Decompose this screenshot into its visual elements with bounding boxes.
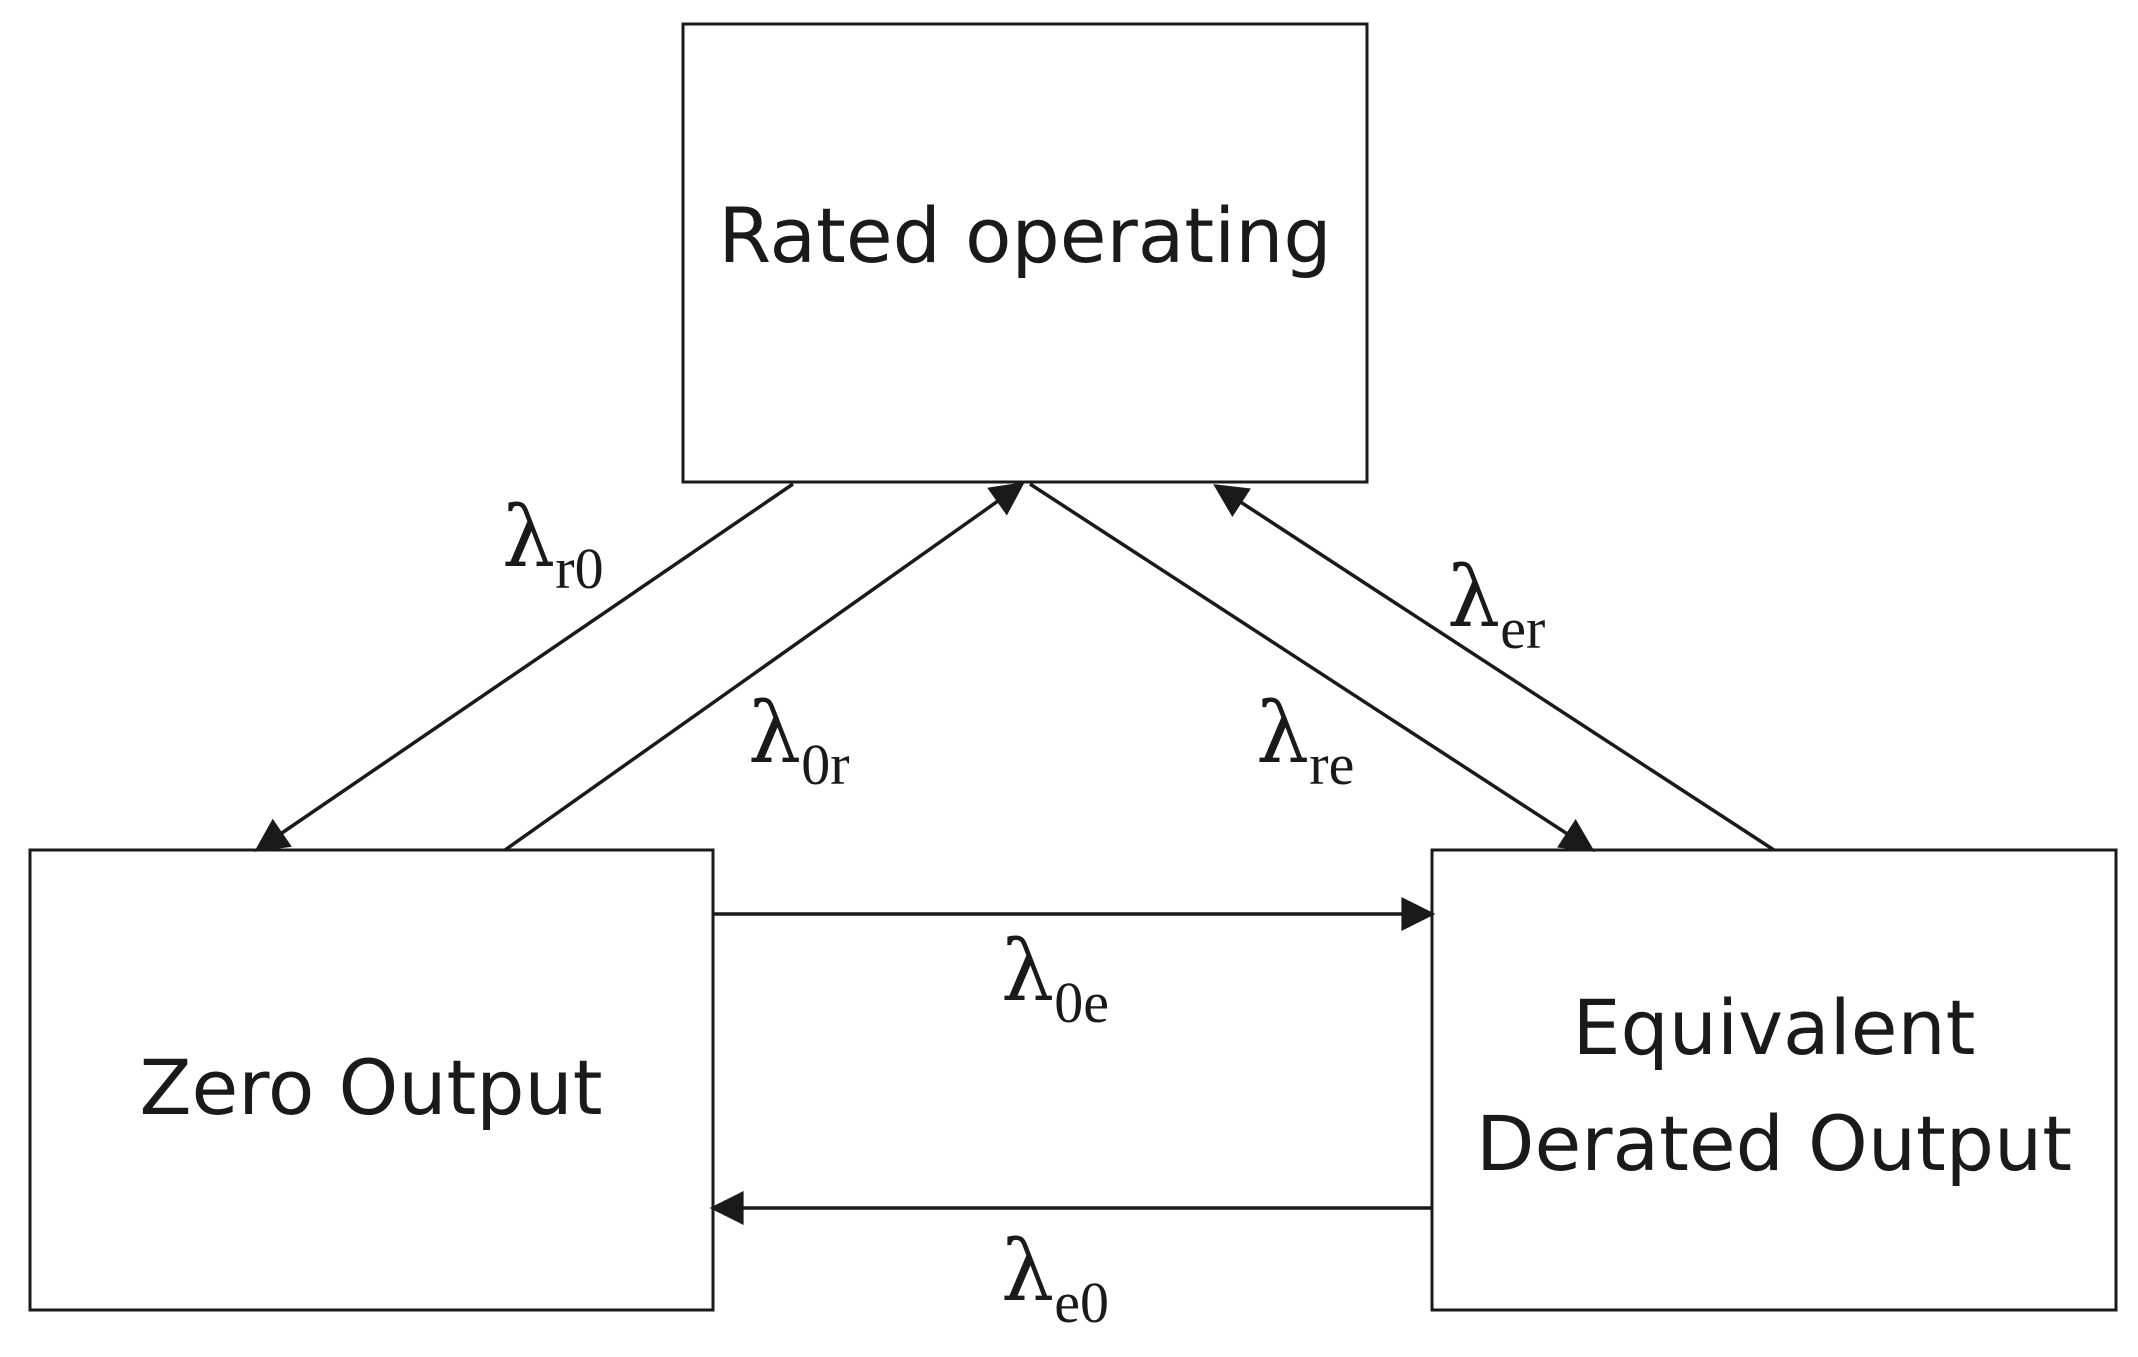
state-derated-label-line2: Derated Output <box>1476 1099 2072 1188</box>
rate-label-re: λre <box>1256 684 1354 797</box>
rate-label-0e: λ0e <box>1001 922 1109 1035</box>
arrow-rated-to-zero <box>254 482 794 852</box>
arrow-rated-to-derated <box>1029 482 1595 852</box>
state-equivalent-derated-output: Equivalent Derated Output <box>1430 848 2118 1312</box>
state-zero-box <box>28 848 715 1312</box>
rate-label-er: λer <box>1447 548 1545 661</box>
state-rated-operating: Rated operating <box>681 22 1369 484</box>
arrow-derated-to-rated <box>1213 484 1775 852</box>
state-zero-label: Zero Output <box>139 1043 602 1132</box>
state-rated-box <box>681 22 1369 484</box>
rate-label-0r: λ0r <box>748 684 850 797</box>
rate-label-r0: λr0 <box>502 488 604 601</box>
rate-label-e0: λe0 <box>1001 1222 1109 1335</box>
state-zero-output: Zero Output <box>28 848 715 1312</box>
state-rated-label: Rated operating <box>718 191 1331 280</box>
state-derated-label-line1: Equivalent <box>1573 983 1976 1072</box>
state-derated-box <box>1430 848 2118 1312</box>
arrow-zero-to-rated <box>503 482 1025 852</box>
